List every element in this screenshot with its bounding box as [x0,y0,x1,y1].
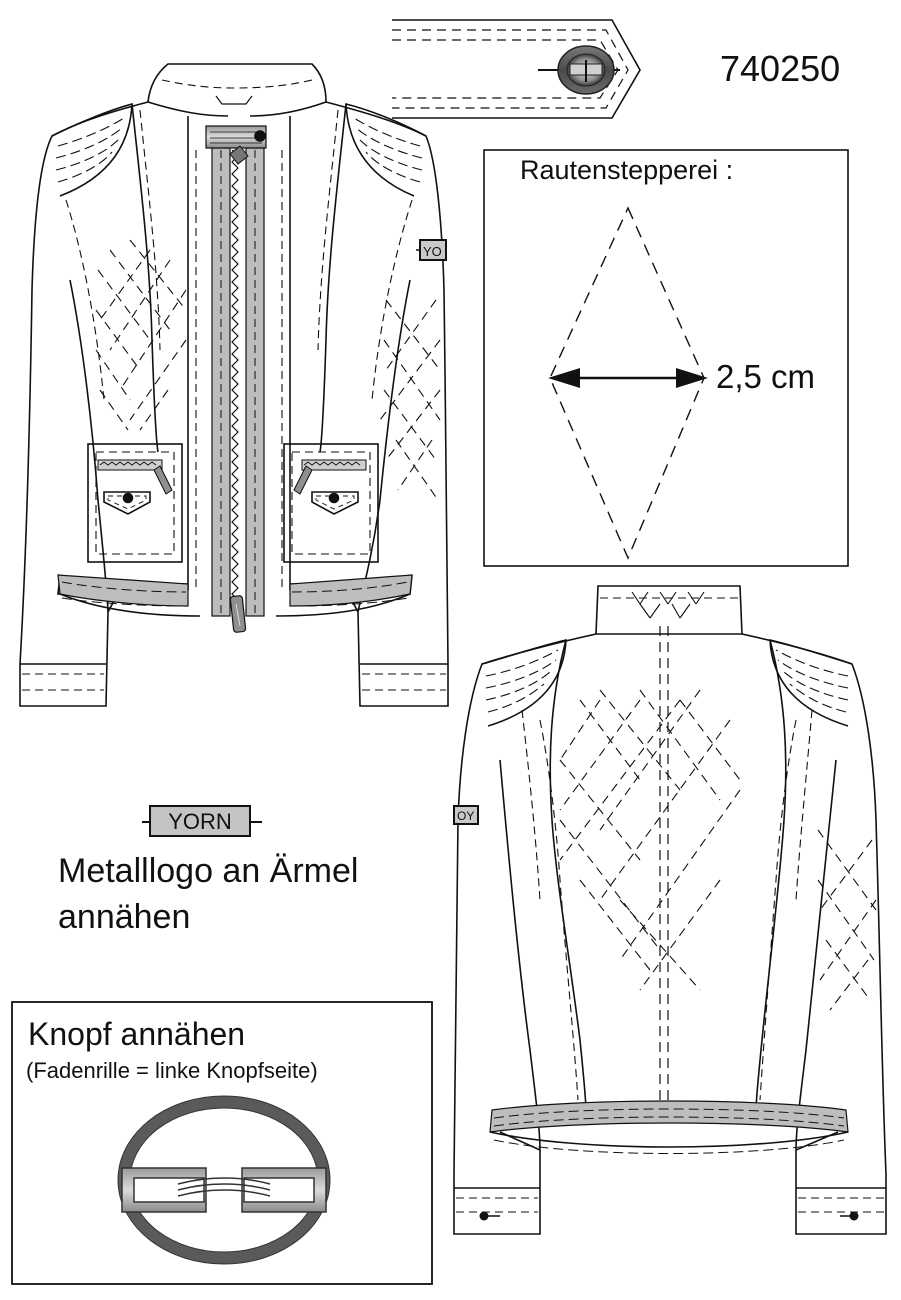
jacket-back-view [453,585,887,1235]
button-instruction-title: Knopf annähen [28,1016,246,1052]
tab-button-icon [538,45,620,95]
style-number: 740250 [720,48,841,89]
quilting-detail-box [483,149,849,567]
sleeve-logo-tag-front: YO [416,239,447,261]
sleeve-tab-detail [392,19,641,119]
sleeve-logo-text-back: OY [457,809,474,823]
metal-logo-plate: YORN [142,805,262,837]
button-instruction-box [11,1001,433,1285]
button-instruction-note: (Fadenrille = linke Knopfseite) [26,1058,318,1083]
sleeve-logo-tag-back: OY [453,805,479,825]
zipper-pull [229,595,247,633]
front-pocket-left [87,443,183,563]
quilting-title: Rautenstepperei : [520,155,734,185]
width-arrow [548,368,708,388]
front-pocket-right [283,443,379,563]
quilting-width-label: 2,5 cm [716,358,816,395]
button-diagram-icon [117,1095,331,1265]
logo-note-line2: annähen [58,898,191,936]
sleeve-logo-text-front: YO [423,244,442,259]
logo-note-line1: Metalllogo an Ärmel [58,852,359,890]
logo-plate-text: YORN [168,809,232,834]
jacket-front-view [19,63,449,707]
zipper-top-stop [205,125,267,165]
